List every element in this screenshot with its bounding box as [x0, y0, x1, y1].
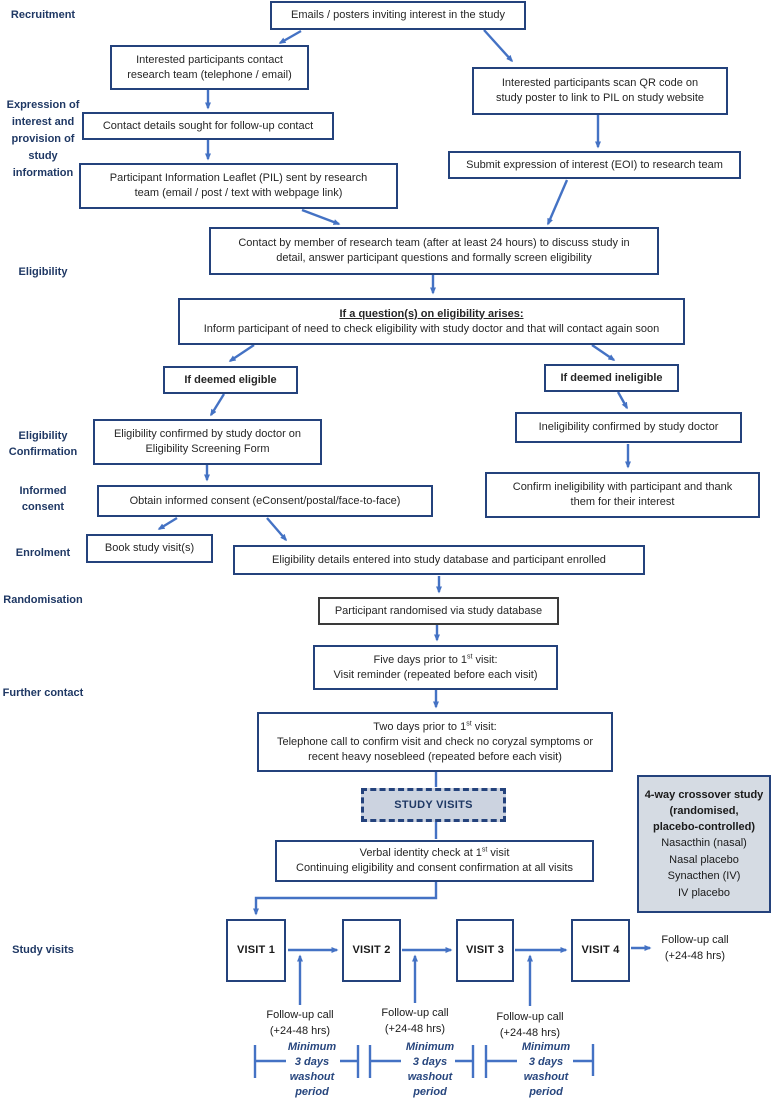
- node-deemed-eligible: If deemed eligible: [163, 366, 298, 394]
- arrow-question-to-ineligible: [591, 344, 616, 361]
- node-research-team-contact: Contact by member of research team (afte…: [209, 227, 659, 275]
- node-submit-eoi: Submit expression of interest (EOI) to r…: [448, 151, 741, 179]
- node-visit-3: VISIT 3: [456, 919, 514, 982]
- node-visit-4: VISIT 4: [571, 919, 630, 982]
- phase-label-enrolment: Enrolment: [15, 547, 71, 559]
- arrow-pil-to-research: [301, 208, 341, 226]
- node-visit-1: VISIT 1: [226, 919, 286, 982]
- arrow-consent-to-database: [266, 517, 287, 542]
- arrow-top-to-contact: [278, 29, 302, 45]
- followup-label-2: Follow-up call(+24-48 hrs): [381, 1007, 449, 1035]
- phase-label-eligibility: Eligibility: [18, 266, 68, 278]
- arrow-consent-to-book: [157, 516, 178, 531]
- node-eligibility-question: If a question(s) on eligibility arises: …: [178, 298, 685, 345]
- followup-label-1: Follow-up call(+24-48 hrs): [266, 1009, 334, 1037]
- node-details-entered: Eligibility details entered into study d…: [233, 545, 645, 575]
- eligibility-question-body: Inform participant of need to check elig…: [203, 322, 660, 335]
- eligibility-question-heading: If a question(s) on eligibility arises:: [339, 307, 524, 320]
- node-book-visits: Book study visit(s): [86, 534, 213, 563]
- crossover-title: 4-way crossover study(randomised,placebo…: [644, 789, 764, 833]
- arrow-top-to-qr: [483, 29, 514, 63]
- arrow-verbal-to-visit1: [253, 882, 438, 916]
- node-contact-details: Contact details sought for follow-up con…: [82, 112, 334, 140]
- node-verbal-identity: Verbal identity check at 1st visit Conti…: [275, 840, 594, 882]
- node-randomised: Participant randomised via study databas…: [318, 597, 559, 625]
- node-two-days-call: Two days prior to 1st visit: Telephone c…: [257, 712, 613, 772]
- node-deemed-ineligible: If deemed ineligible: [544, 364, 679, 392]
- node-study-visits: STUDY VISITS: [361, 788, 506, 822]
- phase-label-randomisation: Randomisation: [3, 594, 83, 606]
- arrow-ineligible-to-confirmed: [616, 391, 629, 410]
- phase-label-recruitment: Recruitment: [10, 9, 76, 21]
- node-five-days-reminder: Five days prior to 1st visit: Visit remi…: [313, 645, 558, 690]
- node-eligibility-confirmed: Eligibility confirmed by study doctor on…: [93, 419, 322, 465]
- phase-label-further-contact: Further contact: [2, 687, 84, 699]
- arrow-question-to-eligible: [228, 344, 255, 362]
- followup-label-after-visit4: Follow-up call(+24-48 hrs): [661, 934, 729, 962]
- node-ineligibility-confirmed: Ineligibility confirmed by study doctor: [515, 412, 742, 443]
- crossover-info-box: 4-way crossover study(randomised,placebo…: [637, 775, 771, 913]
- node-obtain-consent: Obtain informed consent (eConsent/postal…: [97, 485, 433, 517]
- node-visit-2: VISIT 2: [342, 919, 401, 982]
- phase-label-study-visits: Study visits: [12, 944, 74, 956]
- node-confirm-ineligibility: Confirm ineligibility with participant a…: [485, 472, 760, 518]
- node-emails-posters: Emails / posters inviting interest in th…: [270, 1, 526, 30]
- arrow-eoi-to-research: [546, 179, 569, 226]
- followup-label-3: Follow-up call(+24-48 hrs): [496, 1011, 564, 1039]
- arrow-eligible-to-confirmed: [209, 393, 226, 417]
- node-pil-sent: Participant Information Leaflet (PIL) se…: [79, 163, 398, 209]
